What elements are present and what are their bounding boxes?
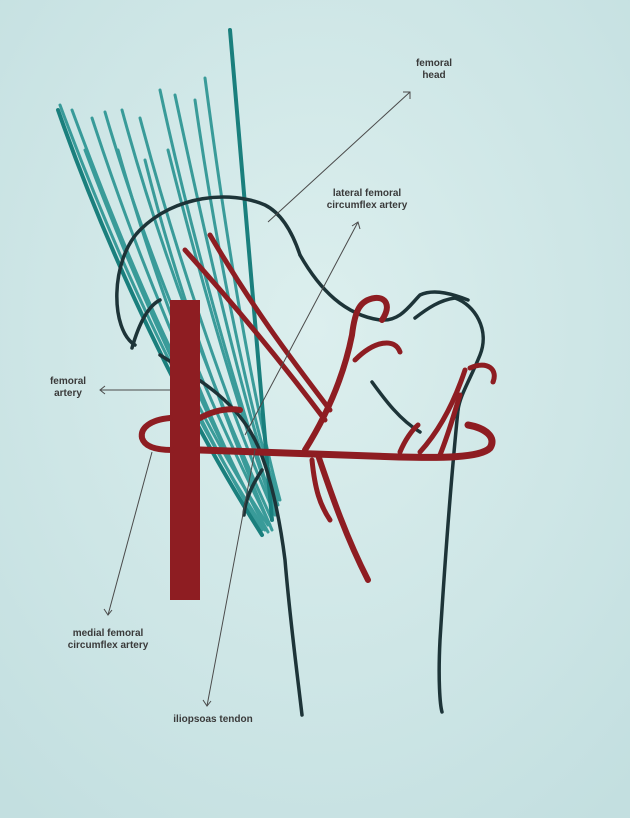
label-femoral-head-line1: femoral xyxy=(404,58,464,70)
label-lfca-line2: circumflex artery xyxy=(312,200,422,212)
label-femoral-artery-line1: femoral xyxy=(40,376,96,388)
label-femoral-artery: femoral artery xyxy=(40,376,96,400)
label-iliopsoas-tendon: iliopsoas tendon xyxy=(158,714,268,726)
label-lateral-femoral-circumflex-artery: lateral femoral circumflex artery xyxy=(312,188,422,212)
label-iliopsoas-tendon-line1: iliopsoas tendon xyxy=(158,714,268,726)
label-femoral-artery-line2: artery xyxy=(40,388,96,400)
label-femoral-head: femoral head xyxy=(404,58,464,82)
label-mfca-line2: circumflex artery xyxy=(52,640,164,652)
label-femoral-head-line2: head xyxy=(404,70,464,82)
label-medial-femoral-circumflex-artery: medial femoral circumflex artery xyxy=(52,628,164,652)
label-mfca-line1: medial femoral xyxy=(52,628,164,640)
label-lfca-line1: lateral femoral xyxy=(312,188,422,200)
